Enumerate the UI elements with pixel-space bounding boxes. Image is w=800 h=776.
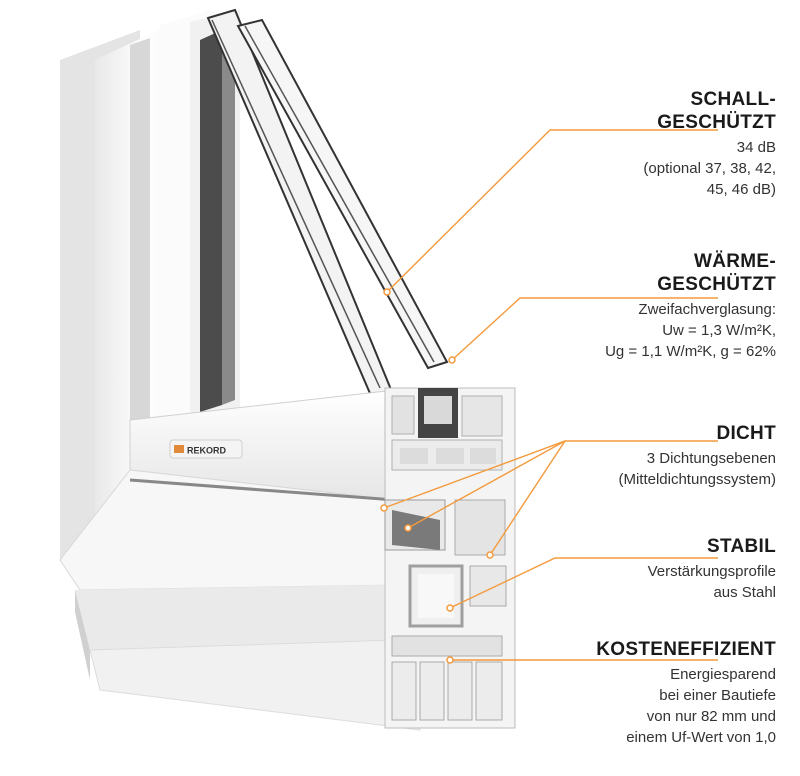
feature-title: SCHALL- GESCHÜTZT: [657, 89, 776, 133]
feature-description: 34 dB (optional 37, 38, 42, 45, 46 dB): [643, 139, 776, 198]
frame-bottom: [59, 389, 421, 731]
feature-description: 3 Dichtungsebenen (Mitteldichtungssystem…: [618, 450, 776, 488]
feature-description: Zweifachverglasung: Uw = 1,3 W/m²K, Ug =…: [605, 301, 776, 360]
feature-schall: SCHALL- GESCHÜTZT 34 dB (optional 37, 38…: [643, 88, 776, 200]
callout-lines: [383, 129, 718, 661]
glass-panes: [206, 8, 449, 400]
profile-cross-section: [384, 387, 516, 729]
feature-description: Verstärkungsprofile aus Stahl: [647, 563, 776, 601]
feature-dicht: DICHT 3 Dichtungsebenen (Mitteldichtungs…: [618, 422, 776, 490]
feature-stabil: STABIL Verstärkungsprofile aus Stahl: [648, 535, 776, 603]
feature-title: STABIL: [707, 536, 776, 557]
feature-description: Energiesparend bei einer Bautiefe von nu…: [626, 666, 776, 746]
rekord-logo: REKORD: [169, 439, 243, 459]
feature-title: DICHT: [716, 423, 776, 444]
feature-title: KOSTENEFFIZIENT: [596, 639, 776, 660]
callout-dots: [380, 288, 494, 664]
feature-waerme: WÄRME- GESCHÜTZT Zweifachverglasung: Uw …: [605, 250, 776, 362]
frame-vertical: [60, 10, 240, 560]
logo-text: REKORD: [187, 446, 227, 456]
feature-kosten: KOSTENEFFIZIENT Energiesparend bei einer…: [596, 638, 776, 748]
feature-title: WÄRME- GESCHÜTZT: [657, 251, 776, 295]
